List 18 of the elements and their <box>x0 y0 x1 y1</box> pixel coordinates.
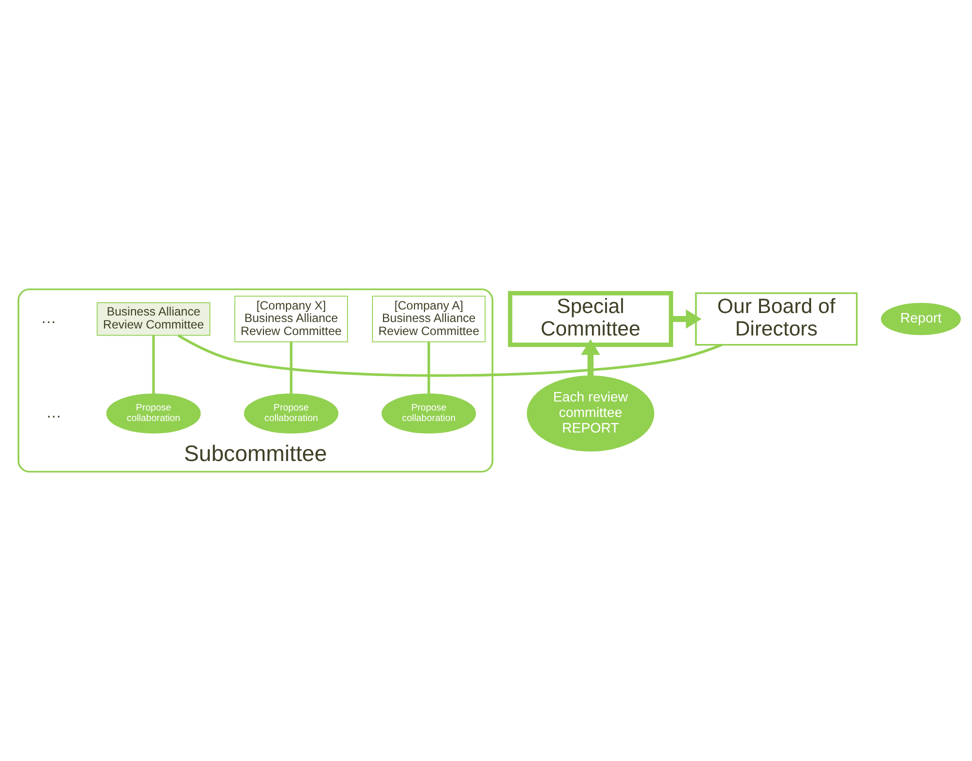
connector <box>152 336 155 394</box>
node-box: Business Alliance Review Committee <box>96 302 210 336</box>
connector <box>290 342 292 394</box>
arrow <box>580 339 600 376</box>
node-ellipse: Report <box>880 302 961 336</box>
label: … <box>46 404 62 422</box>
node-box: Our Board of Directors <box>695 292 858 346</box>
node-ellipse: Propose collaboration <box>106 393 201 434</box>
node-box: Special Committee <box>508 291 674 347</box>
node-box: [Company X] Business Alliance Review Committee <box>234 296 348 342</box>
node-box: [Company A] Business Alliance Review Committee <box>372 296 486 342</box>
arrow <box>671 309 702 329</box>
node-ellipse: Propose collaboration <box>382 393 476 434</box>
connector <box>178 334 722 377</box>
connector <box>428 342 430 394</box>
label: … <box>40 310 56 327</box>
node-ellipse: Each review committee REPORT <box>526 376 654 452</box>
node-ellipse: Propose collaboration <box>244 393 338 434</box>
